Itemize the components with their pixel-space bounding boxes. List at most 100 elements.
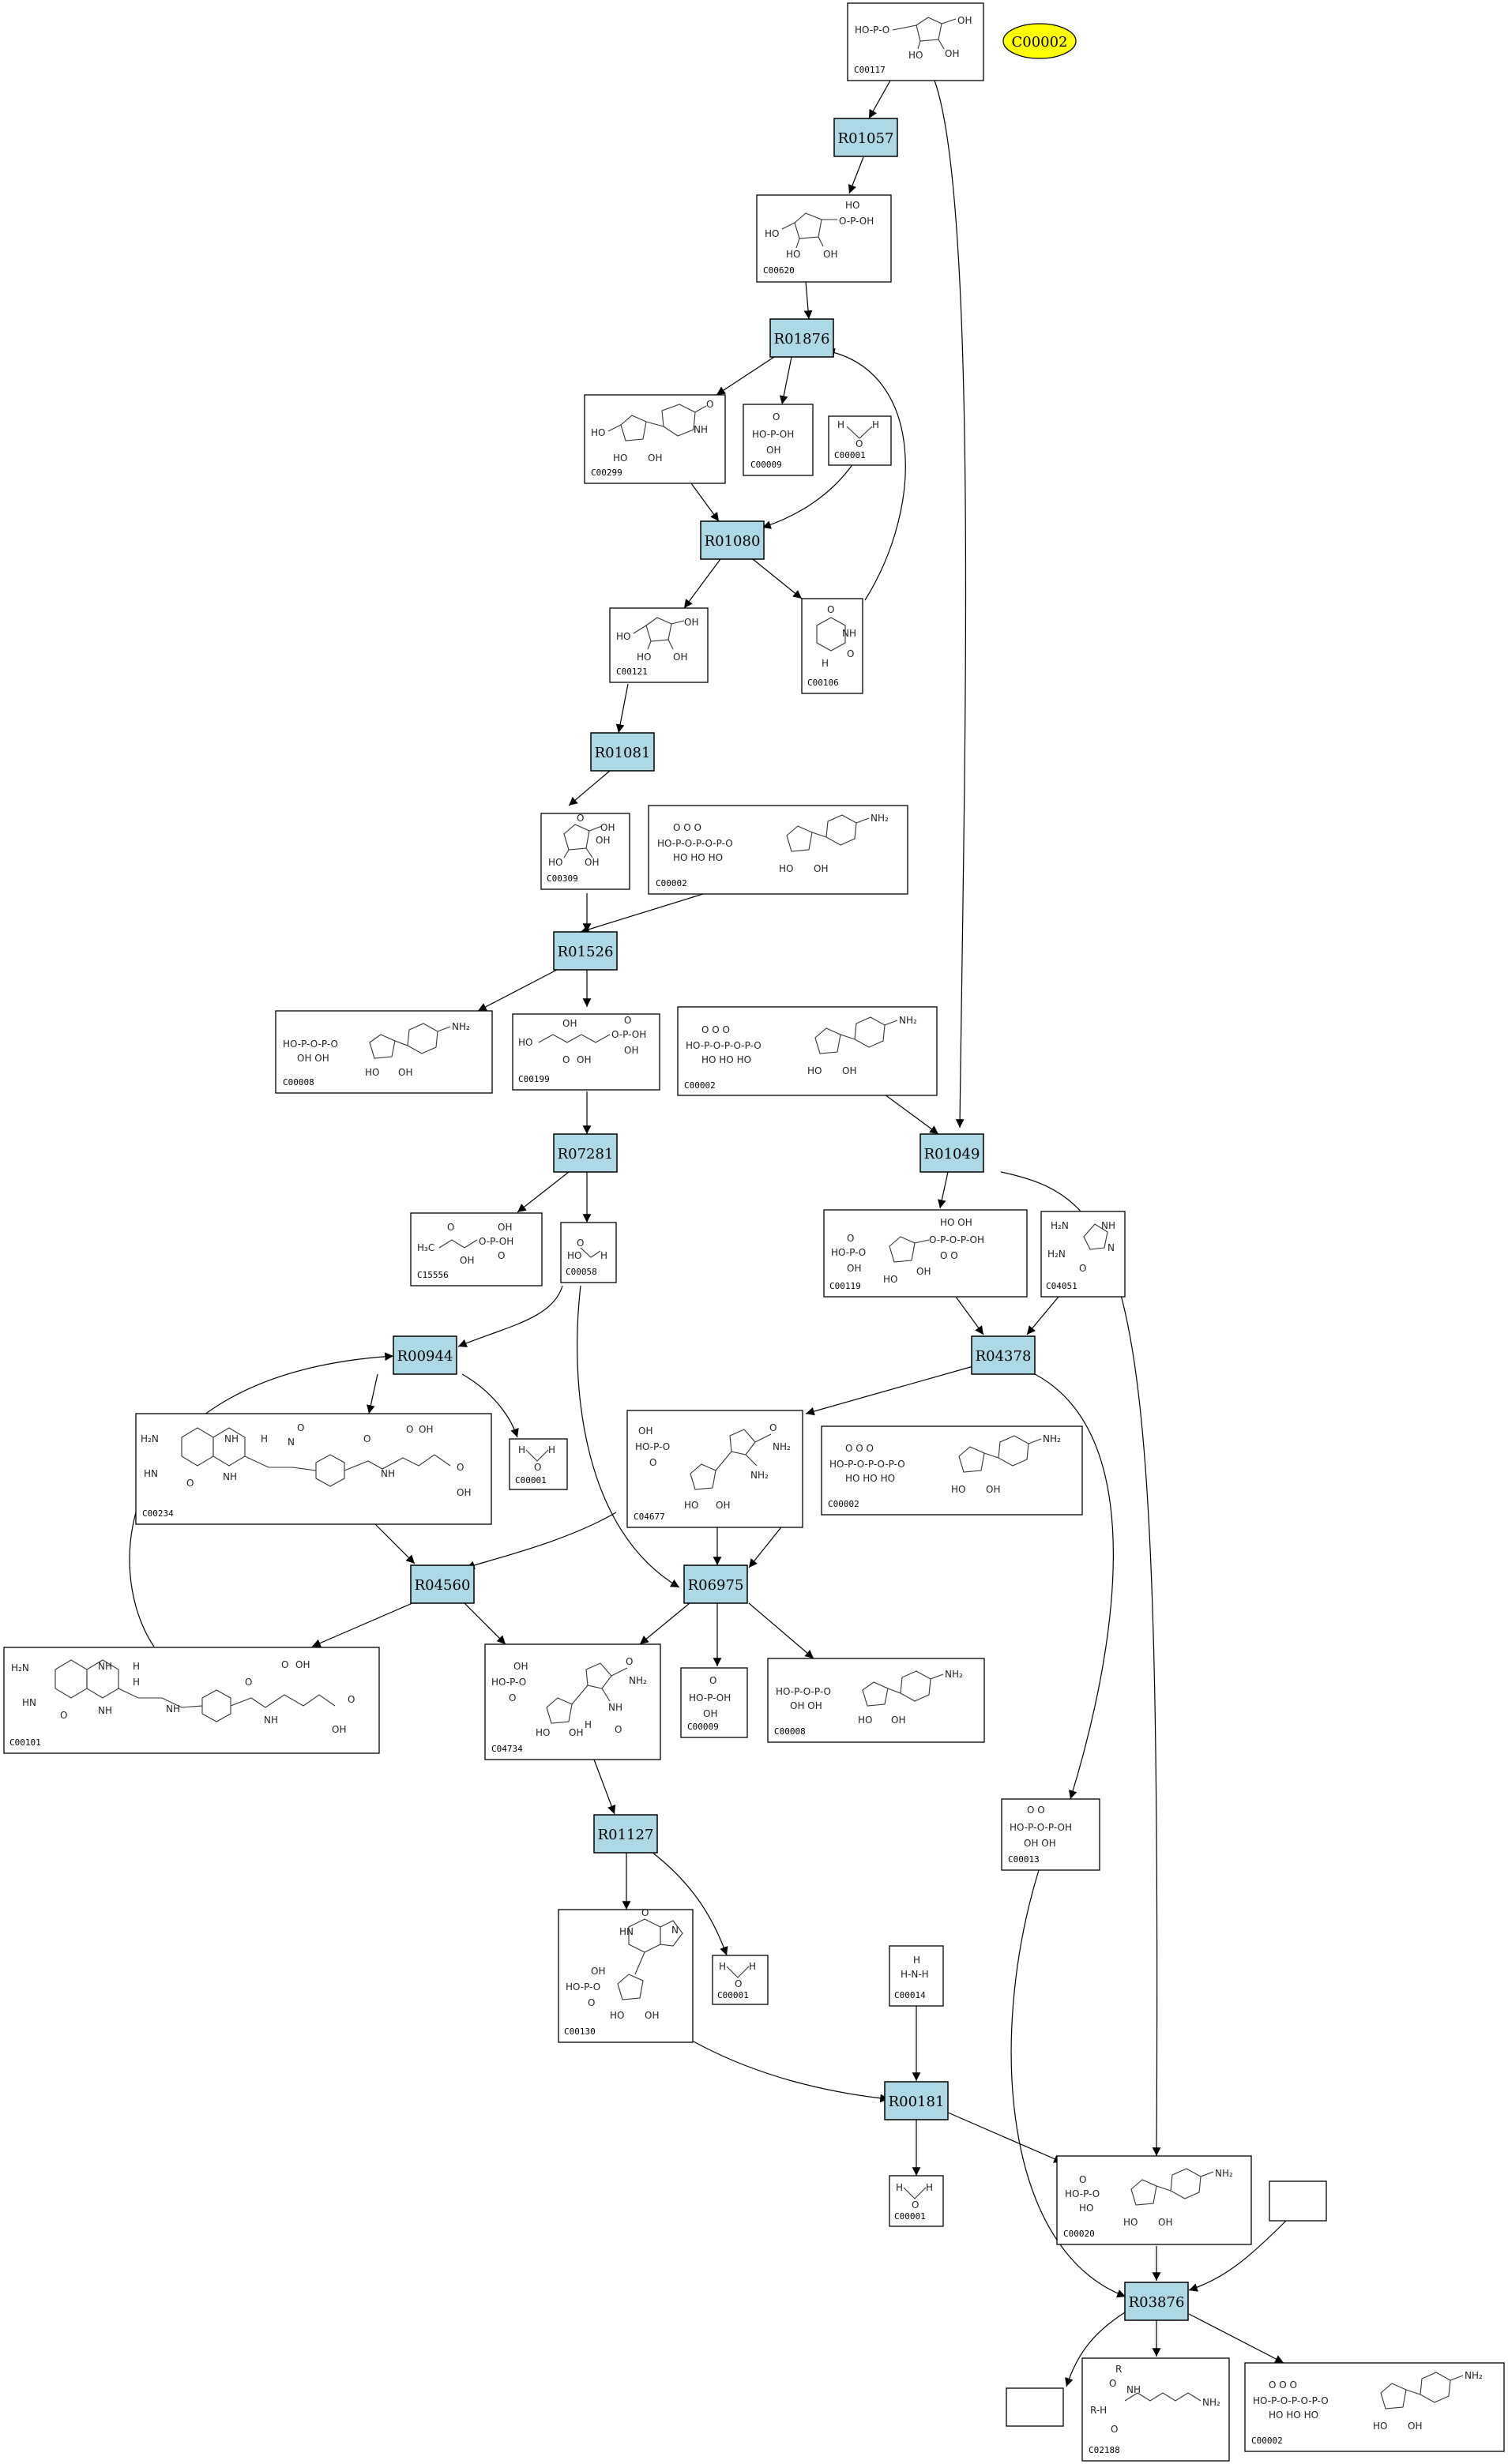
edge — [465, 1512, 617, 1570]
svg-text:HO: HO — [951, 1484, 965, 1495]
edge — [639, 1602, 690, 1645]
svg-text:O: O — [856, 438, 863, 449]
compound-node-c00620[interactable]: HO O-P-OH HO HO OH C00620 — [756, 194, 892, 283]
reaction-node-r04560[interactable]: R04560 — [410, 1564, 475, 1604]
svg-text:OH: OH — [945, 48, 959, 59]
compound-node-c00008[interactable]: HO-P-O-P-O OH OH NH₂ HO OH C00008 — [275, 1010, 493, 1094]
edge — [615, 683, 629, 734]
compound-node-c00001[interactable]: H H O C00001 — [828, 415, 892, 466]
structure-icon: HO OH HO OH — [616, 617, 698, 663]
edge — [848, 156, 864, 194]
structure-icon: HO O-P-OH HO HO OH — [765, 200, 874, 260]
reaction-node-r01526[interactable]: R01526 — [553, 931, 618, 971]
compound-id: C00620 — [763, 265, 795, 276]
compound-node-c00002[interactable]: HO-P-O-P-O-P-O HO HO HO O O O NH₂ HO OH … — [821, 1425, 1083, 1516]
svg-text:HO: HO — [637, 652, 651, 663]
svg-text:H₃C: H₃C — [417, 1242, 434, 1253]
compound-node-c00001[interactable]: H H O C00001 — [712, 1955, 769, 2005]
edge — [1034, 1373, 1114, 1800]
svg-text:OH: OH — [1408, 2421, 1422, 2432]
compound-node-c04051[interactable]: H₂N NH H₂N N O C04051 — [1040, 1211, 1126, 1298]
reaction-node-r01876[interactable]: R01876 — [769, 318, 834, 358]
compound-node-c00117[interactable]: HO-P-O OH HO OH C00117 — [847, 2, 984, 81]
structure-icon: HO OH O OH O-P-OH O OH — [518, 1015, 646, 1065]
compound-node-c04734[interactable]: OH HO-P-O O O NH₂ NH H O HO OH C04734 — [484, 1643, 661, 1760]
svg-text:OH: OH — [577, 1054, 591, 1065]
compound-node-c00014[interactable]: H H-N-H C00014 — [889, 1945, 944, 2007]
compound-node-c00013[interactable]: O O HO-P-O-P-OH OH OH C00013 — [1001, 1798, 1100, 1871]
compound-id: C04677 — [634, 1512, 665, 1522]
compound-node-c15556[interactable]: H₃C O OH O-P-OH OH O C15556 — [410, 1212, 543, 1286]
reaction-node-r06975[interactable]: R06975 — [683, 1564, 748, 1604]
svg-text:OH: OH — [498, 1222, 512, 1233]
compound-id: C00119 — [829, 1281, 861, 1291]
svg-text:H-N-H: H-N-H — [901, 1969, 929, 1980]
reaction-node-r01080[interactable]: R01080 — [700, 520, 765, 560]
svg-text:O-P-OH: O-P-OH — [479, 1236, 513, 1247]
reaction-label: R01876 — [774, 331, 830, 347]
reaction-node-r07281[interactable]: R07281 — [553, 1133, 618, 1173]
compound-node-blank[interactable] — [1269, 2180, 1327, 2222]
reaction-node-r01081[interactable]: R01081 — [590, 732, 655, 772]
structure-icon: O OH OH HO OH — [548, 813, 615, 868]
compound-node-c00009[interactable]: O HO-P-OH OH C00009 — [743, 404, 814, 476]
edge — [693, 2041, 889, 2103]
svg-text:O: O — [1079, 1263, 1086, 1274]
compound-node-c00101[interactable]: H₂N HN O NH NH H H NH O NH O OH O OH C00… — [3, 1647, 380, 1754]
compound-node-c00058[interactable]: O HO H C00058 — [560, 1222, 617, 1283]
svg-text:H: H — [896, 2182, 903, 2193]
compound-node-c00001[interactable]: H H O C00001 — [509, 1438, 568, 1490]
svg-text:O: O — [847, 648, 854, 659]
reaction-node-r01049[interactable]: R01049 — [919, 1133, 984, 1173]
edge — [779, 356, 792, 405]
reaction-label: R01081 — [595, 745, 651, 761]
compound-id: C00002 — [1251, 2436, 1283, 2446]
svg-text:O O O: O O O — [1269, 2379, 1297, 2391]
compound-node-c00130[interactable]: O HN N OH HO-P-O O HO OH C00130 — [558, 1907, 694, 2043]
svg-text:HO: HO — [591, 427, 605, 438]
compound-node-c00001[interactable]: H H O C00001 — [889, 2175, 944, 2227]
compound-node-c00199[interactable]: HO OH O OH O-P-OH O OH C00199 — [512, 1013, 660, 1091]
compound-id: C00121 — [616, 667, 648, 677]
reaction-node-r04378[interactable]: R04378 — [971, 1335, 1036, 1375]
structure-icon: H H O — [896, 2182, 933, 2210]
svg-text:OH: OH — [766, 445, 780, 456]
svg-text:HO OH: HO OH — [940, 1217, 972, 1228]
edge — [580, 893, 704, 933]
compound-node-c00119[interactable]: HO-P-O OH O O-P-O-P-OH HO OH O O HO OH C… — [823, 1209, 1028, 1298]
svg-text:H: H — [133, 1661, 140, 1672]
reaction-node-r00944[interactable]: R00944 — [393, 1335, 457, 1375]
svg-text:H₂N: H₂N — [11, 1662, 29, 1673]
svg-text:HO: HO — [786, 249, 800, 260]
reaction-node-r01057[interactable]: R01057 — [833, 118, 898, 157]
reaction-node-r01127[interactable]: R01127 — [593, 1814, 658, 1854]
compound-node-c00008[interactable]: HO-P-O-P-O OH OH NH₂ HO OH C00008 — [767, 1658, 985, 1743]
compound-node-c00234[interactable]: H₂N HN O NH NH H N O O NH O OH O OH C002… — [135, 1413, 492, 1525]
highlighted-compound[interactable]: C00002 — [1002, 23, 1077, 59]
svg-text:O: O — [562, 1054, 570, 1065]
compound-nodes: HO-P-O OH HO OH C00117 HO O-P-OH HO HO O… — [3, 2, 1505, 2462]
edge — [517, 1171, 570, 1213]
reaction-node-r00181[interactable]: R00181 — [884, 2081, 949, 2120]
compound-node-c00299[interactable]: HO NH HO OH O C00299 — [584, 394, 726, 484]
compound-node-c00309[interactable]: O OH OH HO OH C00309 — [540, 813, 630, 890]
compound-node-c00020[interactable]: HO-P-O HO O NH₂ HO OH C00020 — [1056, 2155, 1252, 2245]
svg-text:OH: OH — [419, 1424, 433, 1435]
edge — [1010, 1869, 1126, 2298]
edge — [457, 1285, 563, 1347]
compound-node-c00002[interactable]: HO-P-O-P-O-P-O HO HO HO O O O NH₂ HO OH … — [1244, 2362, 1505, 2452]
compound-node-c00106[interactable]: O NH O H C00106 — [801, 598, 863, 694]
svg-text:O: O — [509, 1692, 516, 1703]
compound-node-c00009[interactable]: O HO-P-OH OH C00009 — [680, 1667, 748, 1738]
reaction-node-r03876[interactable]: R03876 — [1124, 2282, 1189, 2321]
svg-text:H: H — [600, 1250, 607, 1261]
compound-node-blank[interactable] — [1006, 2387, 1064, 2427]
svg-text:HO-P-O-P-O: HO-P-O-P-O — [283, 1039, 338, 1050]
svg-text:O: O — [706, 399, 713, 410]
svg-text:NH₂: NH₂ — [871, 813, 889, 824]
compound-node-c00121[interactable]: HO OH HO OH C00121 — [609, 607, 709, 683]
compound-node-c00002[interactable]: HO-P-O-P-O-P-O HO HO HO O O O NH₂ HO OH … — [648, 805, 908, 895]
compound-node-c02188[interactable]: R O NH R-H O NH₂ C02188 — [1081, 2357, 1230, 2462]
compound-node-c04677[interactable]: OH HO-P-O O O NH₂ NH₂ HO OH C04677 — [626, 1410, 803, 1528]
compound-node-c00002[interactable]: HO-P-O-P-O-P-O HO HO HO O O O NH₂ HO OH … — [677, 1006, 938, 1096]
